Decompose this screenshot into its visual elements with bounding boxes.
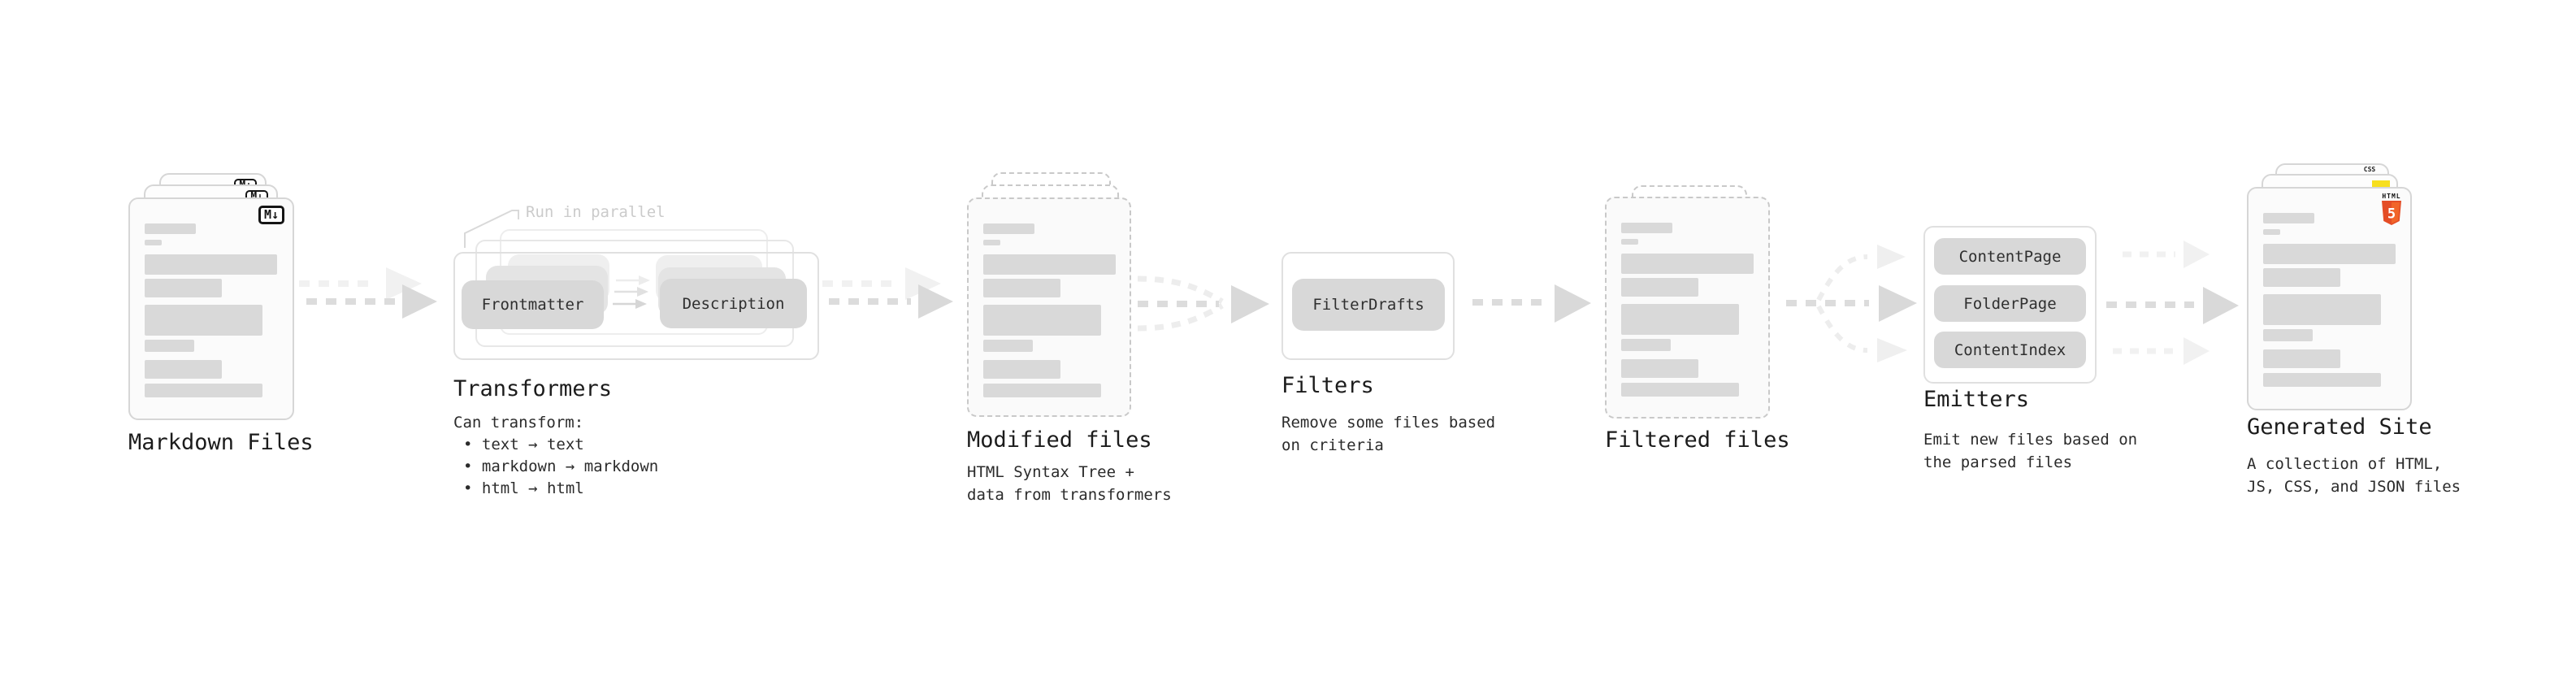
html5-shield: 5 [2382,201,2401,225]
transformers-description: Can transform: • text → text • markdown … [453,412,658,500]
stage-title-modified-files: Modified files [967,427,1152,453]
doc-placeholder-bar [145,254,277,275]
subtitle-line: Remove some files based [1281,414,1496,432]
doc-placeholder-bar [2263,229,2280,235]
emitter-box-folderpage: FolderPage [1934,285,2086,322]
document-placeholder-lines [1621,223,1754,397]
doc-placeholder-bar [1621,383,1739,397]
html5-icon-label: HTML [2382,193,2401,200]
html5-number: 5 [2387,206,2396,223]
stage-title-emitters: Emitters [1923,387,2030,412]
doc-placeholder-bar [2263,244,2396,264]
emitter-box-contentindex: ContentIndex [1934,332,2086,368]
subtitle-line: HTML Syntax Tree + [967,463,1134,481]
doc-placeholder-bar [1621,304,1739,335]
subtitle-line: on criteria [1281,436,1384,454]
doc-placeholder-bar [145,223,196,234]
generated-site-description: A collection of HTML, JS, CSS, and JSON … [2247,453,2461,498]
doc-placeholder-bar [983,279,1060,297]
doc-placeholder-bar [145,360,222,379]
stage-title-transformers: Transformers [453,376,613,401]
subtitle-line: JS, CSS, and JSON files [2247,478,2461,496]
arrow-modified-to-filters [1137,275,1269,332]
doc-placeholder-bar [1621,278,1698,297]
doc-placeholder-bar [983,340,1033,352]
doc-placeholder-bar [2263,373,2381,387]
arrow-filters-to-filtered [1472,284,1591,323]
arrow-markdown-to-transformers [299,267,437,319]
doc-placeholder-bar [1621,339,1671,351]
doc-placeholder-bar [145,240,162,245]
transformer-box-frontmatter: Frontmatter [462,280,604,329]
doc-placeholder-bar [2263,268,2340,287]
generated-file-html: HTML 5 [2247,187,2412,410]
filter-box-filterdrafts: FilterDrafts [1292,279,1445,331]
document-placeholder-lines [983,223,1116,397]
filters-description: Remove some files based on criteria [1281,411,1495,457]
modified-file-front [967,197,1131,417]
stage-title-filtered-files: Filtered files [1605,427,1790,453]
emitters-description: Emit new files based on the parsed files [1923,428,2137,474]
subtitle-line: the parsed files [1923,453,2073,471]
emitter-box-contentpage: ContentPage [1934,238,2086,275]
doc-placeholder-bar [2263,213,2314,223]
doc-placeholder-bar [983,223,1034,234]
doc-placeholder-bar [145,340,194,352]
javascript-icon [2372,180,2390,189]
css-icon-label: CSS [2363,166,2376,173]
filtered-file-front [1605,197,1770,419]
run-in-parallel-note: Run in parallel [526,203,666,221]
doc-placeholder-bar [983,384,1101,397]
doc-placeholder-bar [1621,239,1638,245]
modified-files-description: HTML Syntax Tree + data from transformer… [967,461,1172,506]
doc-placeholder-bar [983,305,1101,336]
doc-placeholder-bar [1621,223,1672,233]
doc-placeholder-bar [145,279,222,297]
arrow-emitters-to-generated [2106,241,2239,365]
doc-placeholder-bar [1621,254,1754,274]
stage-title-filters: Filters [1281,373,1374,398]
arrow-filtered-to-emitters [1786,245,1917,362]
doc-placeholder-bar [2263,294,2381,325]
markdown-icon: M↓ [258,206,284,225]
stage-title-markdown-files: Markdown Files [128,430,314,455]
arrow-transformers-to-modified [822,267,953,319]
doc-placeholder-bar [145,305,262,336]
transformer-box-description: Description [660,279,807,328]
subtitle-line: A collection of HTML, [2247,455,2443,473]
doc-placeholder-bar [983,360,1060,379]
doc-placeholder-bar [983,254,1116,275]
transform-bullet: • text → text [463,436,584,453]
transform-bullet: • html → html [463,479,584,497]
doc-placeholder-bar [2263,349,2340,368]
transform-bullet: • markdown → markdown [463,458,659,475]
doc-placeholder-bar [2263,329,2313,341]
transformers-frame-front [453,252,819,360]
html5-icon: HTML 5 [2381,193,2402,225]
subtitle-line: data from transformers [967,486,1172,504]
document-placeholder-lines [2263,213,2396,387]
transformers-desc-heading: Can transform: [453,414,584,432]
subtitle-line: Emit new files based on [1923,431,2138,449]
doc-placeholder-bar [983,240,1000,245]
stage-title-generated-site: Generated Site [2247,414,2432,440]
doc-placeholder-bar [145,384,262,397]
markdown-file-front: M↓ [128,197,294,420]
document-placeholder-lines [145,223,277,397]
doc-placeholder-bar [1621,359,1698,378]
